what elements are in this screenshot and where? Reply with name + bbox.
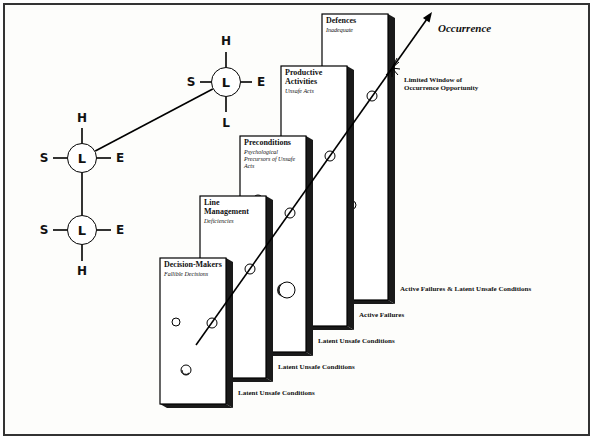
layer-subtitle: Inadequate	[326, 27, 385, 34]
failure-label: Active Failures	[359, 312, 404, 320]
layer-title: Line Management	[204, 199, 263, 217]
layer-title: Defences	[326, 17, 385, 26]
circle-letter: L	[78, 152, 86, 165]
occurrence-label: Occurrence	[438, 22, 491, 34]
defence-layer: Decision-MakersFallible Decisions	[160, 258, 226, 404]
shel-letter: S	[187, 76, 196, 88]
defence-layer: PreconditionsPsychological Precursors of…	[240, 136, 306, 352]
defence-layer: Line ManagementDeficiencies	[200, 196, 266, 378]
layer-subtitle: Psychological Precursors of Unsafe Acts	[244, 149, 303, 170]
failure-label: Latent Unsafe Conditions	[278, 364, 355, 372]
shel-letter: H	[77, 265, 87, 277]
circle-letter: L	[78, 224, 86, 237]
layer-subtitle: Deficiencies	[204, 218, 263, 225]
layer-title: Productive Activities	[285, 69, 344, 87]
shel-letter: E	[116, 224, 124, 236]
failure-label: Active Failures & Latent Unsafe Conditio…	[400, 286, 531, 294]
shel-letter: S	[40, 152, 49, 164]
shel-letter: E	[116, 152, 124, 164]
layer-title: Decision-Makers	[164, 261, 223, 270]
shel-circle: L	[67, 143, 97, 173]
slab-decision-makers	[160, 258, 233, 408]
defence-layer: DefencesInadequate	[322, 14, 388, 300]
defence-layer: Productive ActivitiesUnsafe Acts	[281, 66, 347, 326]
shel-letter: L	[222, 117, 230, 129]
shel-circle: L	[211, 67, 241, 97]
occurrence-label: Limited Window of Occurrence Opportunity	[404, 76, 488, 93]
connector-line	[95, 89, 212, 151]
frame	[4, 4, 589, 435]
occurrence-arrow	[196, 12, 432, 345]
layer-subtitle: Unsafe Acts	[285, 88, 344, 95]
failure-label: Latent Unsafe Conditions	[238, 390, 315, 398]
occurrence-burst	[386, 58, 400, 77]
layer-subtitle: Fallible Decisions	[164, 271, 223, 278]
layer-title: Preconditions	[244, 139, 303, 148]
failure-label: Latent Unsafe Conditions	[318, 338, 395, 346]
shel-letter: H	[77, 112, 87, 124]
connector-line	[82, 173, 83, 215]
circle-letter: L	[222, 76, 230, 89]
shel-letter: H	[221, 35, 231, 47]
shel-circle: L	[67, 215, 97, 245]
shel-letter: E	[257, 76, 265, 88]
shel-letter: S	[40, 224, 49, 236]
